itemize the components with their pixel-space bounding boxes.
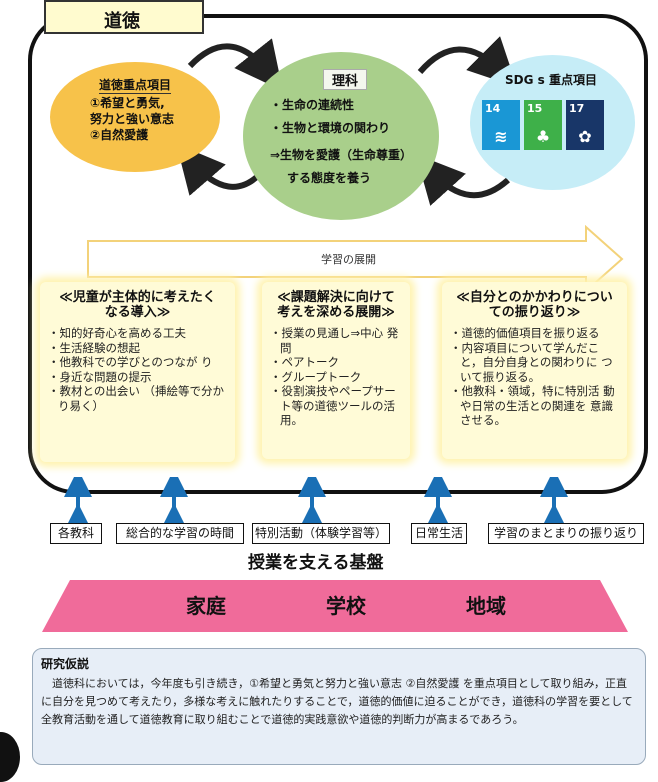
learning-flow-arrow [87,225,624,293]
phase-item: ・道徳的価値項目を振り返る [450,326,600,340]
phase-card-reflection: ≪自分とのかかわりについ ての振り返り≫ ・道徳的価値項目を振り返る ・内容項目… [442,282,627,459]
research-hypothesis-box: 研究仮説 道徳科においては，今年度も引き続き，①希望と勇気と努力と強い意志 ②自… [32,648,646,765]
corner-decoration [0,732,20,782]
cycle-arrow-top-left [187,38,283,91]
band-label-school: 学校 [326,594,366,618]
sdg-tile-17: 17 ✿ [566,100,604,150]
phase-card-introduction: ≪児童が主体的に考えたく なる導入≫ ・知的好奇心を高める工夫 ・生活経験の想起… [40,282,235,462]
dimension-special-activities: 特別活動（体験学習等） [252,523,390,544]
sdg-number: 15 [527,102,543,115]
home-school-community-band [42,580,628,632]
cycle-arrow-bottom-right [415,154,510,206]
phase-items: ・授業の見通し⇒中心 発問 ・ペアトーク ・グループトーク ・役割演技やペープサ… [270,326,404,428]
dimension-learning-reflection: 学習のまとまりの振り返り [488,523,644,544]
phase-item: ・他教科での学びとのつなが り [48,355,213,369]
dimension-integrated-study: 総合的な学習の時間 [116,523,244,544]
cycle-arrow-top-right [417,36,517,87]
moral-focus-item: ②自然愛護 [90,128,149,142]
fish-icon: ≋ [494,127,508,146]
phase-item: ・役割演技やペープサー ト等の道徳ツールの活 用。 [270,384,396,427]
phase-item: ・グループトーク [270,369,362,384]
phase-item: ・知的好奇心を高める工夫 [48,326,186,340]
tree-icon: ♣ [535,127,551,146]
science-item: ・生物と環境の関わり [270,121,391,135]
moral-focus-heading: 道徳重点項目 [99,78,172,94]
band-label-community: 地域 [466,594,506,618]
sdg-number: 17 [569,102,585,115]
phase-item: ・授業の見通し⇒中心 発問 [270,326,399,355]
frame-title: 道徳 [44,0,204,34]
phase-item: ・身近な問題の提示 [48,369,152,384]
learning-flow-label: 学習の展開 [321,253,376,266]
phase-card-development: ≪課題解決に向けて 考えを深める展開≫ ・授業の見通し⇒中心 発問 ・ペアトーク… [262,282,410,459]
flower-icon: ✿ [578,127,592,146]
sdg-heading: SDG s 重点項目 [505,73,597,87]
moral-focus-item: 努力と強い意志 [90,112,175,126]
science-item: ⇒生物を愛護（生命尊重） [270,148,413,162]
science-item: ・生命の連続性 [270,98,355,112]
phase-title: ≪課題解決に向けて 考えを深める展開≫ [277,290,395,320]
phase-item: ・教材との出会い （挿絵等で分かり易く） [48,384,225,413]
sdg-tile-14: 14 ≋ [482,100,520,150]
phase-item: ・他教科・領域，特に特別活 動や日常の生活との関連を 意識させる。 [450,384,615,427]
hypothesis-title: 研究仮説 [41,657,90,671]
phase-item: ・ペアトーク [270,355,339,369]
connector-arrows [64,477,568,523]
dimension-subjects: 各教科 [50,523,102,544]
phase-items: ・道徳的価値項目を振り返る ・内容項目について学んだこ と，自分自身との関わりに… [450,326,621,428]
phase-title: ≪児童が主体的に考えたく なる導入≫ [59,290,216,320]
science-item: する態度を養う [287,171,372,185]
phase-items: ・知的好奇心を高める工夫 ・生活経験の想起 ・他教科での学びとのつなが り ・身… [48,326,229,413]
phase-item: ・生活経験の想起 [48,340,140,355]
band-label-home: 家庭 [186,594,226,618]
home-band-labels: 家庭 学校 地域 [186,585,506,627]
moral-focus-item: ①希望と勇気, [90,96,165,110]
dimension-daily-life: 日常生活 [411,523,467,544]
sdg-number: 14 [485,102,501,115]
phase-title: ≪自分とのかかわりについ ての振り返り≫ [456,290,613,320]
sdg-tile-15: 15 ♣ [524,100,562,150]
hypothesis-body: 道徳科においては，今年度も引き続き，①希望と勇気と努力と強い意志 ②自然愛護 を… [41,677,633,726]
moral-focus-circle [50,62,220,172]
science-heading: 理科 [323,69,368,90]
phase-item: ・内容項目について学んだこ と，自分自身との関わりに ついて振り返る。 [450,340,613,384]
foundation-caption: 授業を支える基盤 [248,553,384,573]
